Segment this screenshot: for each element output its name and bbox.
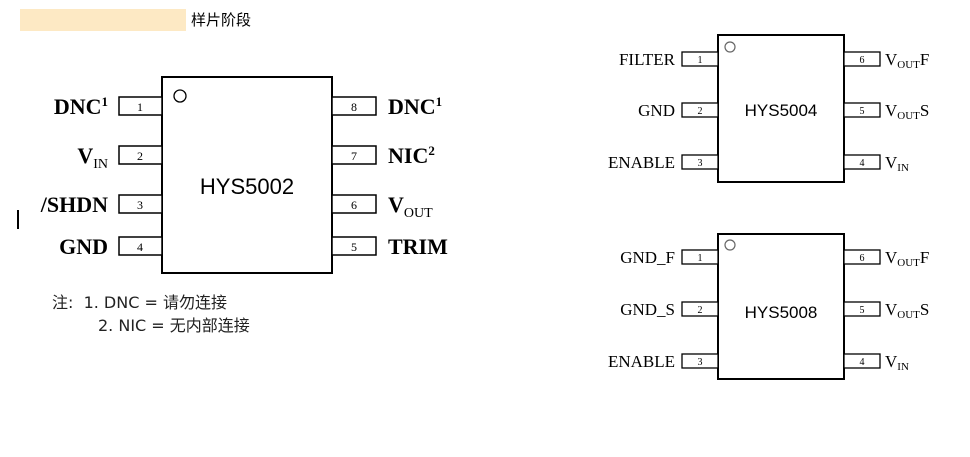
pin-8: 8 DNC1 [331, 94, 442, 119]
pin-box [843, 301, 881, 317]
pin-label: NIC2 [388, 143, 435, 168]
pin-label: VIN [77, 143, 108, 172]
note-line-2: 2. NIC = 无内部连接 [98, 316, 250, 335]
pin-box [843, 249, 881, 265]
pin-box [118, 194, 163, 214]
pin-1: 1 FILTER [619, 50, 719, 69]
pin-number: 6 [860, 55, 865, 66]
pin-label: GND [638, 101, 675, 120]
pin-box [681, 102, 719, 118]
pin1-indicator-icon [724, 41, 736, 53]
pin-label: ENABLE [608, 153, 675, 172]
pin-label: FILTER [619, 50, 676, 69]
pin-box [118, 145, 163, 165]
text-cursor-icon [17, 210, 19, 229]
pin-label: ENABLE [608, 352, 675, 371]
chip-name: HYS5004 [745, 101, 818, 120]
pin-box [331, 236, 377, 256]
pin-number: 2 [698, 106, 703, 117]
pin-box [843, 154, 881, 170]
pin-box [118, 96, 163, 116]
pin-5: 5 TRIM [331, 234, 448, 259]
pin-label: VOUTF [885, 50, 929, 71]
chip-hys5008: HYS5008 1 GND_F 2 GND_S 3 ENABLE 6 VOUTF… [608, 233, 929, 380]
pin-number: 5 [860, 106, 865, 117]
pin-number: 4 [137, 240, 143, 254]
chip-body [161, 76, 333, 274]
pin-number: 6 [351, 198, 357, 212]
pin-3: 3 /SHDN [40, 192, 163, 217]
pin-label: VOUTF [885, 248, 929, 269]
pin-box [331, 145, 377, 165]
pin-box [843, 102, 881, 118]
pin-2: 2 GND [638, 101, 719, 120]
pin-number: 3 [698, 158, 703, 169]
pin-number: 3 [698, 357, 703, 368]
pin-number: 1 [698, 55, 703, 66]
pin-3: 3 ENABLE [608, 352, 719, 371]
pin-5: 5 VOUTS [843, 101, 929, 122]
chip-body [717, 233, 845, 380]
chip-hys5004: HYS5004 1 FILTER 2 GND 3 ENABLE 6 VOUTF … [608, 34, 929, 183]
chip-body [717, 34, 845, 183]
chip-name: HYS5002 [200, 174, 294, 199]
pin-number: 1 [137, 100, 143, 114]
pin-box [331, 194, 377, 214]
pin-label: GND_F [620, 248, 675, 267]
pin-label: /SHDN [40, 192, 108, 217]
pin-label: DNC1 [54, 94, 108, 119]
pin-box [118, 236, 163, 256]
page-title: 样片阶段 [191, 11, 252, 29]
pin-1: 1 GND_F [620, 248, 719, 267]
pin-number: 5 [860, 305, 865, 316]
pin-number: 1 [698, 253, 703, 264]
pin-4: 4 VIN [843, 352, 909, 373]
pin-label: DNC1 [388, 94, 442, 119]
pin-label: VIN [885, 352, 909, 373]
chip-name: HYS5008 [745, 303, 818, 322]
pin-box [681, 249, 719, 265]
pin-box [331, 96, 377, 116]
pin1-indicator-icon [724, 239, 736, 251]
pin-3: 3 ENABLE [608, 153, 719, 172]
pin-box [843, 51, 881, 67]
pin-number: 8 [351, 100, 357, 114]
pin-4: 4 GND [59, 234, 163, 259]
pin-6: 6 VOUTF [843, 248, 929, 269]
pin-2: 2 GND_S [620, 300, 719, 319]
pin-label: VOUTS [885, 101, 929, 122]
pin-5: 5 VOUTS [843, 300, 929, 321]
pin-box [681, 353, 719, 369]
pin-number: 4 [860, 158, 865, 169]
pin-number: 2 [698, 305, 703, 316]
pin-label: VIN [885, 153, 909, 174]
pin-label: VOUTS [885, 300, 929, 321]
pin-box [843, 353, 881, 369]
pin-6: 6 VOUTF [843, 50, 929, 71]
pin-number: 2 [137, 149, 143, 163]
pin-4: 4 VIN [843, 153, 909, 174]
pin-number: 3 [137, 198, 143, 212]
pin-6: 6 VOUT [331, 192, 433, 221]
chip-hys5002: HYS5002 1 DNC1 2 VIN 3 /SHDN 4 GND 8 DNC… [40, 76, 448, 274]
pin-number: 5 [351, 240, 357, 254]
pin-number: 6 [860, 253, 865, 264]
pin-7: 7 NIC2 [331, 143, 435, 168]
pin-1: 1 DNC1 [54, 94, 163, 119]
note-line-1: 注: 1. DNC = 请勿连接 [52, 293, 227, 312]
pin-number: 4 [860, 357, 865, 368]
pin-box [681, 301, 719, 317]
title-highlight [20, 9, 186, 31]
pin-box [681, 51, 719, 67]
pin-label: TRIM [388, 234, 448, 259]
pin-number: 7 [351, 149, 357, 163]
pin-2: 2 VIN [77, 143, 163, 172]
pin-label: GND [59, 234, 108, 259]
pin-box [681, 154, 719, 170]
pin-label: GND_S [620, 300, 675, 319]
pin1-indicator-icon [173, 89, 187, 103]
pin-label: VOUT [388, 192, 433, 221]
